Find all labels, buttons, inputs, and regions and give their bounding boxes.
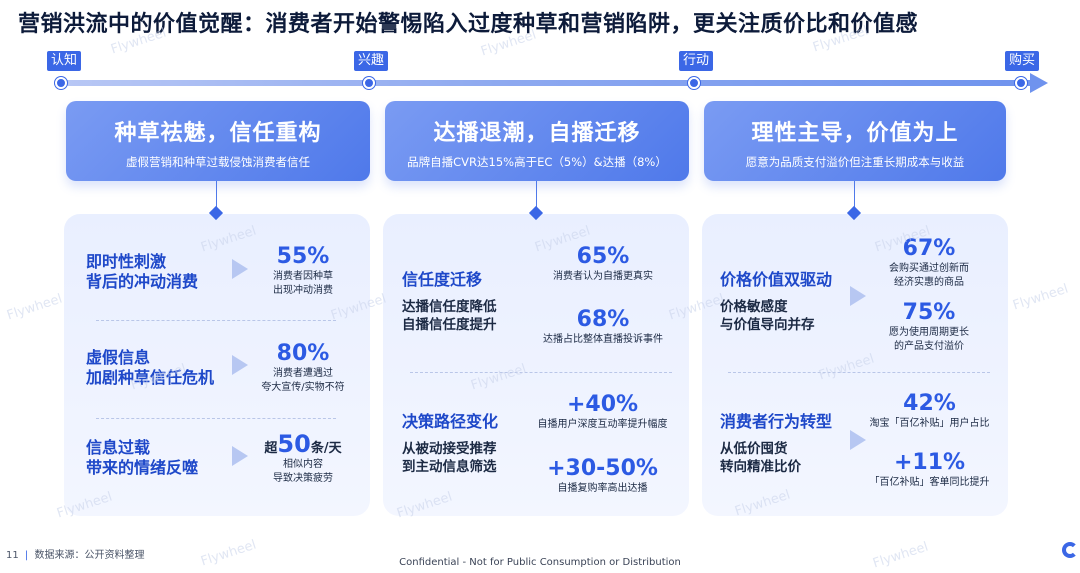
arrow-right-icon bbox=[232, 446, 248, 466]
column-card bbox=[64, 214, 370, 516]
column-title: 理性主导，价值为上 bbox=[751, 121, 959, 146]
row-title: 虚假信息 加剧种草信任危机 bbox=[86, 348, 215, 387]
timeline-label-interest: 兴趣 bbox=[354, 51, 389, 71]
column-subtitle: 虚假营销和种草过载侵蚀消费者信任 bbox=[126, 155, 310, 169]
timeline-dot bbox=[688, 77, 700, 89]
divider bbox=[728, 372, 990, 373]
arrow-right-icon bbox=[850, 286, 866, 306]
stat-block: 75% 愿为使用周期更长 的产品支付溢价 bbox=[889, 300, 969, 352]
section-desc: 从被动接受推荐 到主动信息筛选 bbox=[402, 441, 497, 475]
source-note: 数据来源：公开资料整理 bbox=[34, 550, 145, 561]
divider bbox=[410, 372, 672, 373]
connector-line bbox=[536, 181, 537, 209]
column-header: 种草祛魅，信任重构 虚假营销和种草过载侵蚀消费者信任 bbox=[66, 101, 370, 181]
section-title: 消费者行为转型 bbox=[720, 412, 833, 431]
section-desc: 价格敏感度 与价值导向并存 bbox=[720, 299, 815, 333]
column-header: 理性主导，价值为上 愿意为品质支付溢价但注重长期成本与收益 bbox=[704, 101, 1006, 181]
column-header: 达播退潮，自播迁移 品牌自播CVR达15%高于EC（5%）&达播（8%） bbox=[385, 101, 689, 181]
stat-block: +40% 自播用户深度互动率提升幅度 bbox=[537, 392, 668, 430]
section-title: 价格价值双驱动 bbox=[720, 270, 833, 289]
watermark: Flywheel bbox=[5, 291, 65, 324]
stat-block: 65% 消费者认为自播更真实 bbox=[553, 244, 653, 282]
timeline-dot bbox=[1015, 77, 1027, 89]
arrow-right-icon bbox=[232, 259, 248, 279]
stat-block: 超50条/天 相似内容 导致决策疲劳 bbox=[264, 430, 342, 484]
timeline-label-purchase: 购买 bbox=[1005, 51, 1040, 71]
section-title: 决策路径变化 bbox=[402, 412, 499, 431]
timeline-label-awareness: 认知 bbox=[47, 51, 82, 71]
stat-block: 55% 消费者因种草 出现冲动消费 bbox=[273, 244, 333, 296]
footer-source: 11 | 数据来源：公开资料整理 bbox=[6, 550, 145, 561]
arrow-right-icon bbox=[232, 355, 248, 375]
section-desc: 达播信任度降低 自播信任度提升 bbox=[402, 299, 497, 333]
timeline-line bbox=[54, 80, 1040, 86]
section-desc: 从低价囤货 转向精准比价 bbox=[720, 441, 801, 475]
stat-block: 68% 达播占比整体直播投诉事件 bbox=[543, 307, 663, 345]
stat-block: +11% 「百亿补贴」客单同比提升 bbox=[869, 450, 990, 488]
section-title: 信任度迁移 bbox=[402, 270, 483, 289]
connector-line bbox=[854, 181, 855, 209]
stat-block: 80% 消费者遭遇过 夸大宣传/实物不符 bbox=[261, 341, 345, 393]
column-card bbox=[383, 214, 689, 516]
divider bbox=[96, 320, 336, 321]
stat-block: +30-50% 自播复购率高出达播 bbox=[547, 456, 658, 494]
connector-line bbox=[216, 181, 217, 209]
timeline-dot bbox=[363, 77, 375, 89]
timeline-arrow-icon bbox=[1030, 73, 1048, 93]
column-subtitle: 品牌自播CVR达15%高于EC（5%）&达播（8%） bbox=[407, 155, 667, 169]
page-title: 营销洪流中的价值觉醒：消费者开始警惕陷入过度种草和营销陷阱，更关注质价比和价值感 bbox=[18, 12, 919, 37]
column-title: 达播退潮，自播迁移 bbox=[433, 121, 641, 146]
arrow-right-icon bbox=[850, 430, 866, 450]
confidential-note: Confidential - Not for Public Consumptio… bbox=[399, 557, 681, 568]
column-card bbox=[702, 214, 1008, 516]
timeline-dot bbox=[55, 77, 67, 89]
column-title: 种草祛魅，信任重构 bbox=[114, 121, 322, 146]
watermark: Flywheel bbox=[1011, 281, 1071, 314]
row-title: 信息过载 带来的情绪反噬 bbox=[86, 438, 199, 477]
brand-logo-icon bbox=[1062, 542, 1078, 558]
divider bbox=[96, 418, 336, 419]
stat-block: 67% 会购买通过创新而 经济实惠的商品 bbox=[889, 236, 969, 288]
column-subtitle: 愿意为品质支付溢价但注重长期成本与收益 bbox=[745, 155, 965, 169]
stat-block: 42% 淘宝「百亿补贴」用户占比 bbox=[869, 391, 990, 429]
timeline-label-action: 行动 bbox=[679, 51, 714, 71]
page-number: 11 bbox=[6, 550, 19, 561]
row-title: 即时性刺激 背后的冲动消费 bbox=[86, 252, 199, 291]
